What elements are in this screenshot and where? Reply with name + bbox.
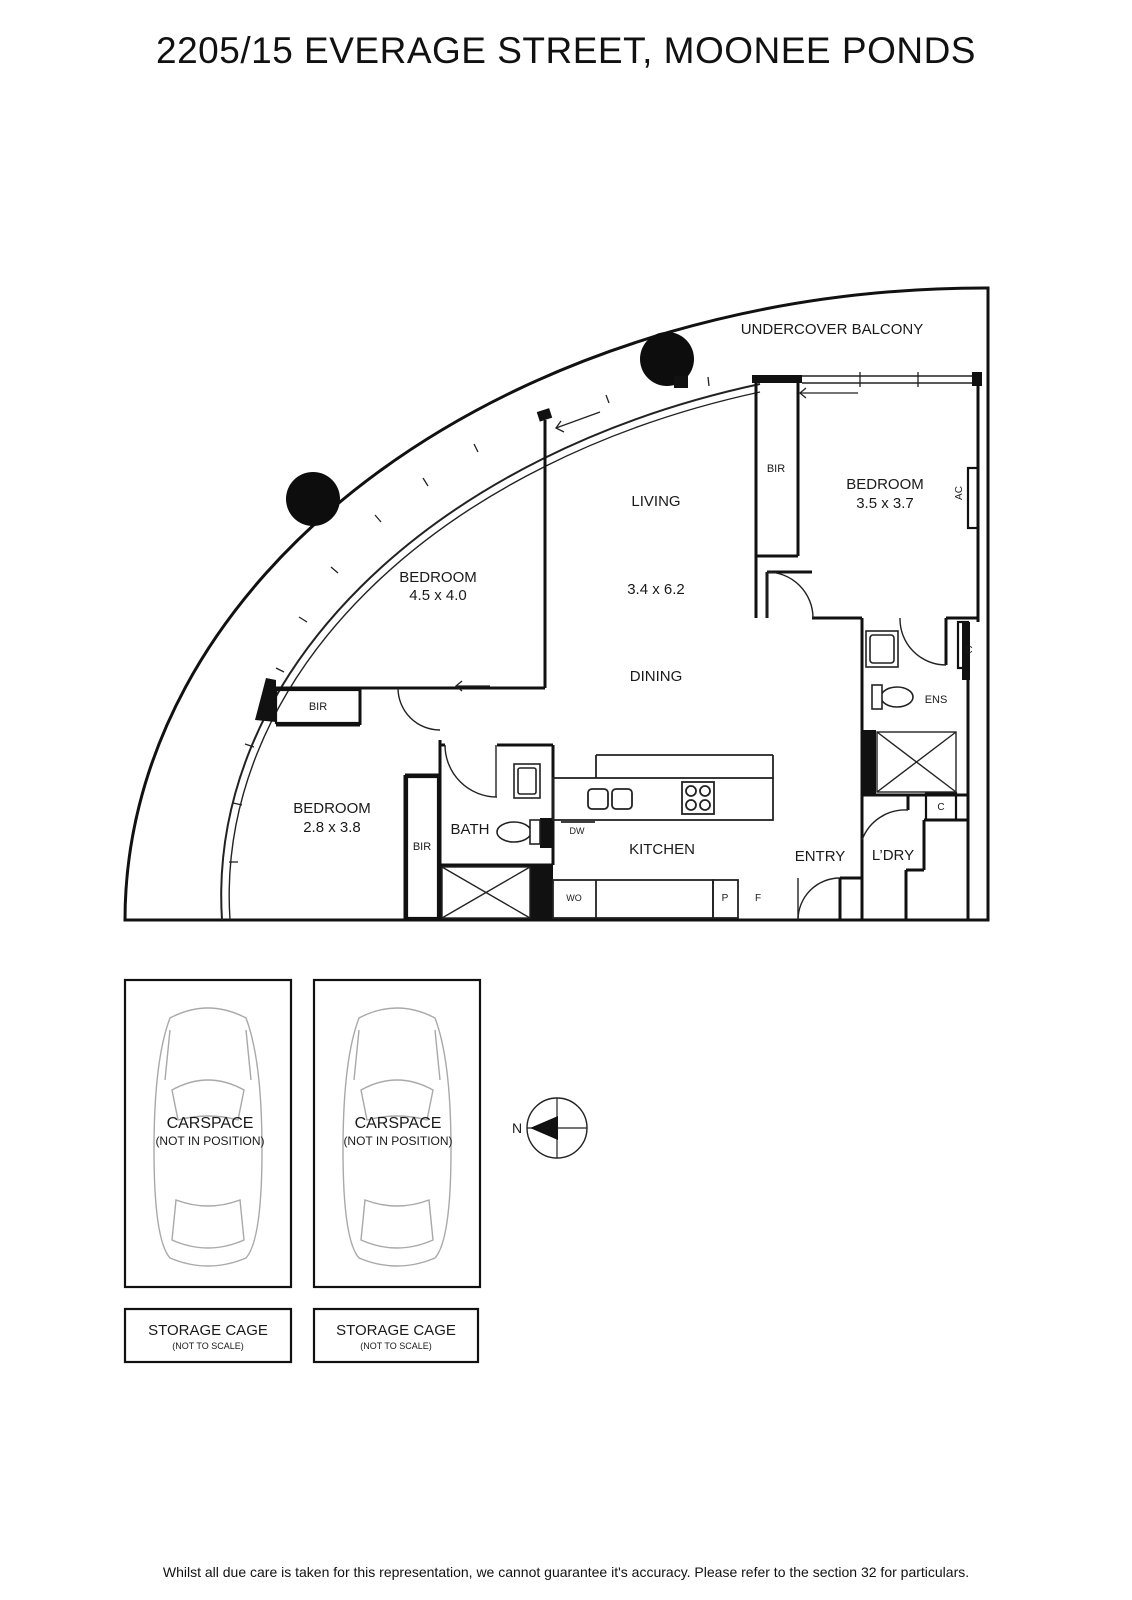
car-icon — [342, 1007, 452, 1267]
room-label-dining: DINING — [630, 668, 683, 685]
storage-cage-box — [312, 1307, 480, 1364]
wall-oven-label: WO — [566, 893, 582, 903]
fridge-label: F — [755, 893, 761, 904]
room-label-living: LIVING — [631, 493, 680, 510]
room-label-laundry: L’DRY — [872, 847, 914, 864]
room-label-bedroom-sw: BEDROOM — [293, 800, 371, 817]
cupboard-label: C — [965, 645, 972, 656]
room-label-bedroom-mid: BEDROOM — [399, 569, 477, 586]
column-dot — [286, 472, 340, 526]
bir-label: BIR — [413, 841, 431, 853]
storage-label: STORAGE CAGE — [148, 1322, 268, 1339]
room-label-balcony: UNDERCOVER BALCONY — [741, 321, 924, 338]
storage-note: (NOT TO SCALE) — [360, 1341, 432, 1351]
carspace-note: (NOT IN POSITION) — [155, 1134, 264, 1148]
room-label-bath: BATH — [451, 821, 490, 838]
ac-label: AC — [954, 486, 965, 500]
bir-label: BIR — [767, 463, 785, 475]
room-label-entry: ENTRY — [795, 848, 846, 865]
room-dims-bedroom-mid: 4.5 x 4.0 — [409, 587, 467, 604]
car-icon — [153, 1007, 263, 1267]
column-dot — [640, 332, 694, 386]
storage-note: (NOT TO SCALE) — [172, 1341, 244, 1351]
room-label-kitchen: KITCHEN — [629, 841, 695, 858]
storage-label: STORAGE CAGE — [336, 1322, 456, 1339]
storage-cage-box — [123, 1307, 293, 1364]
room-label-bedroom-ne: BEDROOM — [846, 476, 924, 493]
dishwasher-label: DW — [570, 826, 585, 836]
carspace-box — [123, 978, 293, 1289]
balcony-outline — [123, 286, 990, 922]
disclaimer-text: Whilst all due care is taken for this re… — [162, 1564, 970, 1580]
cupboard-label: C — [937, 802, 944, 813]
room-label-ens: ENS — [925, 694, 948, 706]
compass-icon — [526, 1097, 588, 1159]
carspace-label: CARSPACE — [167, 1115, 254, 1132]
plan-title: 2205/15 EVERAGE STREET, MOONEE PONDS — [156, 30, 976, 71]
curved-glazing-wall — [220, 383, 761, 921]
carspace-label: CARSPACE — [355, 1115, 442, 1132]
carspace-box — [312, 978, 482, 1289]
pantry-label: P — [722, 893, 729, 904]
carspace-note: (NOT IN POSITION) — [343, 1134, 452, 1148]
room-dims-bedroom-sw: 2.8 x 3.8 — [303, 819, 361, 836]
room-dims-living: 3.4 x 6.2 — [627, 581, 685, 598]
room-dims-bedroom-ne: 3.5 x 3.7 — [856, 495, 914, 512]
bir-label: BIR — [309, 701, 327, 713]
compass-north-label: N — [512, 1120, 522, 1136]
